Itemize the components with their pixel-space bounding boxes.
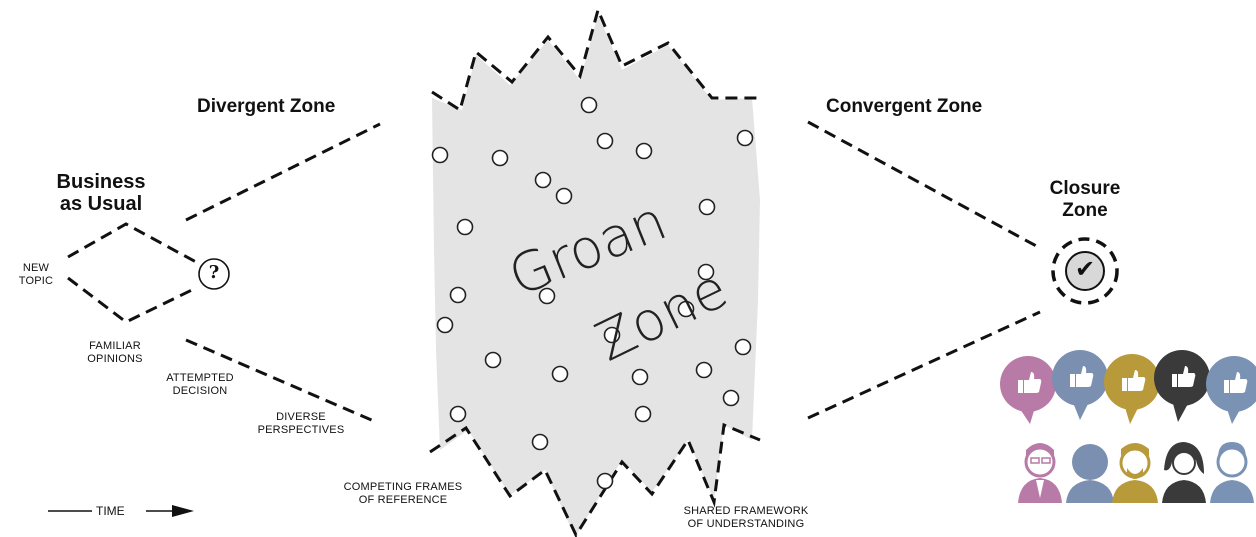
person-dark xyxy=(1162,442,1206,503)
idea-circle xyxy=(555,187,573,205)
convergent-zone-title: Convergent Zone xyxy=(826,96,983,117)
idea-circle xyxy=(635,142,653,160)
idea-circle xyxy=(596,132,614,150)
attempted-decision-line1: ATTEMPTED xyxy=(166,372,234,384)
closure-ring xyxy=(1051,237,1119,305)
groan-top-edge xyxy=(431,5,762,113)
thumbs-up-icon xyxy=(1018,372,1042,393)
new-topic-line2: TOPIC xyxy=(18,275,54,287)
diverse-perspectives-line1: DIVERSE xyxy=(276,411,326,423)
diamond-lower-left xyxy=(67,276,197,324)
time-label: TIME xyxy=(96,504,125,518)
familiar-opinions-line2: OPINIONS xyxy=(87,353,143,365)
shared-framework-line2: OF UNDERSTANDING xyxy=(687,518,805,530)
idea-circle xyxy=(697,263,715,281)
divergent-upper-line xyxy=(185,122,381,222)
diverse-perspectives-line2: PERSPECTIVES xyxy=(257,424,345,436)
closure-zone-title: Closure Zone xyxy=(1025,178,1145,222)
idea-circle xyxy=(449,286,467,304)
time-arrow-head xyxy=(172,505,194,517)
idea-circle xyxy=(698,198,716,216)
idea-circle xyxy=(603,326,621,344)
business-as-usual-line1: Business xyxy=(56,171,146,193)
thumbs-up-icon xyxy=(1172,366,1196,387)
idea-circle xyxy=(631,368,649,386)
thumbs-up-icon xyxy=(1070,366,1094,387)
idea-circle xyxy=(734,338,752,356)
familiar-opinions-line1: FAMILIAR xyxy=(89,340,141,352)
idea-circle xyxy=(722,389,740,407)
check-mark-icon: ✔ xyxy=(1074,255,1096,283)
business-as-usual-title: Business as Usual xyxy=(36,171,166,215)
person-gold xyxy=(1112,443,1158,503)
new-topic-label: NEW TOPIC xyxy=(10,262,62,288)
person-pink xyxy=(1018,443,1062,503)
attempted-decision-line2: DECISION xyxy=(172,385,228,397)
idea-circle xyxy=(534,171,552,189)
team-illustration xyxy=(1000,350,1256,503)
diamond-upper-left xyxy=(67,222,197,264)
business-as-usual-line2: as Usual xyxy=(59,193,143,215)
idea-circles xyxy=(431,96,754,490)
idea-circle xyxy=(431,146,449,164)
idea-circle xyxy=(677,300,695,318)
divergent-lower-line xyxy=(185,338,377,424)
idea-circle xyxy=(436,316,454,334)
convergent-lower-line xyxy=(807,310,1041,420)
new-topic-line1: NEW xyxy=(22,262,50,274)
closure-check-circle xyxy=(1065,251,1105,291)
competing-frames-label: COMPETING FRAMES OF REFERENCE xyxy=(333,481,473,507)
shared-framework-line1: SHARED FRAMEWORK xyxy=(683,505,809,517)
closure-zone-line1: Closure xyxy=(1049,178,1121,199)
person-blue xyxy=(1066,444,1114,503)
thumbs-up-icon xyxy=(1122,370,1146,391)
thumbs-up-icon xyxy=(1224,372,1248,393)
idea-circle xyxy=(449,405,467,423)
idea-circle xyxy=(580,96,598,114)
closure-zone-line2: Zone xyxy=(1062,200,1108,221)
idea-circle xyxy=(484,351,502,369)
idea-circle xyxy=(695,361,713,379)
idea-circle xyxy=(531,433,549,451)
idea-circle xyxy=(538,287,556,305)
question-circle xyxy=(198,258,230,290)
idea-circle xyxy=(551,365,569,383)
idea-circle xyxy=(456,218,474,236)
familiar-opinions-label: FAMILIAR OPINIONS xyxy=(70,340,160,366)
question-mark-icon: ? xyxy=(208,262,220,283)
attempted-decision-label: ATTEMPTED DECISION xyxy=(150,372,250,398)
competing-frames-line2: OF REFERENCE xyxy=(358,494,448,506)
idea-circle xyxy=(491,149,509,167)
divergent-zone-title: Divergent Zone xyxy=(197,96,336,117)
diverse-perspectives-label: DIVERSE PERSPECTIVES xyxy=(246,411,356,437)
shared-framework-label: SHARED FRAMEWORK OF UNDERSTANDING xyxy=(676,505,816,531)
competing-frames-line1: COMPETING FRAMES xyxy=(343,481,463,493)
person-slate xyxy=(1210,442,1254,503)
groan-bottom-edge xyxy=(429,422,761,537)
idea-circle xyxy=(596,472,614,490)
idea-circle xyxy=(634,405,652,423)
convergent-upper-line xyxy=(807,120,1041,250)
idea-circle xyxy=(736,129,754,147)
thumbs-up-icons xyxy=(1018,366,1248,393)
groan-zone-region xyxy=(432,15,760,537)
